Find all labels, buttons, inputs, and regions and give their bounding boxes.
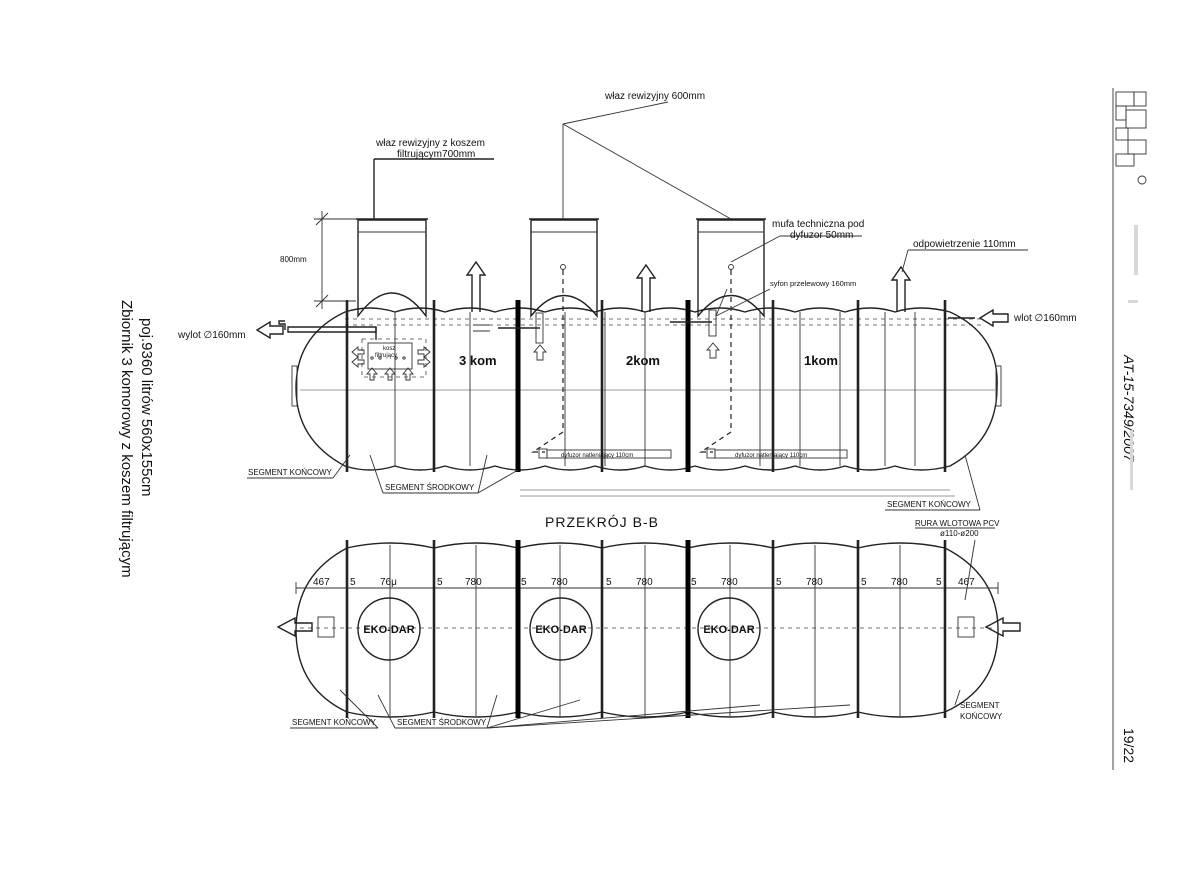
side-end-segment-left: SEGMENT KOŃCOWY (248, 468, 333, 477)
section-end-segment-right-line-1: SEGMENT (960, 701, 1000, 710)
dim-5: 5 (521, 577, 527, 588)
dim-7: 5 (606, 577, 612, 588)
section-outlet-arrow (276, 616, 313, 638)
vent-arrow-3 (465, 260, 487, 312)
outlet-arrow (255, 320, 284, 340)
caption-line-2: poj.9360 litrów 560x155cm (138, 318, 155, 496)
manhole-circle-1 (357, 597, 421, 661)
section-inlet-arrow (984, 616, 1021, 638)
inlet-arrow (978, 308, 1009, 328)
dim-10: 780 (721, 577, 738, 588)
manhole-600-label: właz rewizyjny 600mm (604, 91, 705, 102)
diffuser-2 (706, 448, 848, 459)
vent-arrow-2 (635, 263, 657, 312)
manhole-filter-label-line-2: filtrującym700mm (397, 149, 475, 160)
socket-leader (730, 235, 781, 263)
side-end-segment-right: SEGMENT KOŃCOWY (887, 500, 972, 509)
outlet-label: wylot ∅160mm (177, 330, 246, 341)
diffuser-1 (538, 448, 672, 459)
manhole-circle-3-label: EKO-DAR (703, 624, 754, 636)
caption-line-1: Zbiornik 3 komorowy z koszem filtrującym (118, 300, 135, 578)
dim-15: 5 (936, 577, 942, 588)
basket-label-line-2: filtrujący (375, 353, 397, 359)
section-segment-leaders (290, 689, 961, 729)
diffuser-1-label: dyfuzor natleniający 110cm (561, 453, 633, 459)
inlet-label: wlot ∅160mm (1013, 313, 1077, 324)
manhole-600-chamber-2 (529, 218, 599, 318)
inlet-pipe-label-line-2: ø110-ø200 (940, 529, 979, 538)
dim-4: 780 (465, 577, 482, 588)
inlet-pipe (948, 308, 1009, 328)
tank-caption: Zbiornik 3 komorowy z koszem filtrującym… (118, 300, 155, 578)
dim-12: 780 (806, 577, 823, 588)
section-dimensions: 467 5 76μ 5 780 5 780 5 780 5 780 5 780 … (313, 577, 975, 588)
dim-11: 5 (776, 577, 782, 588)
manhole-filter (356, 158, 494, 319)
inlet-pipe-label-line-1: RURA WLOTOWA PCV (915, 519, 1000, 528)
section-end-segment-left: SEGMENT KOŃCOWY (292, 718, 377, 727)
section-title: PRZEKRÓJ B-B (545, 514, 659, 530)
side-segment-ribs (345, 300, 947, 472)
dim-3: 5 (437, 577, 443, 588)
dim-8: 780 (636, 577, 653, 588)
dim-14: 780 (891, 577, 908, 588)
flow-arrow-up-2 (706, 342, 720, 359)
chamber-3-label: 3 kom (459, 353, 497, 368)
manhole-filter-label-line-1: właz rewizyjny z koszem (375, 138, 485, 149)
scan-ghost-marks (1128, 225, 1138, 490)
overflow-tee-2-1 (670, 288, 771, 337)
height-dimension-label: 800mm (280, 255, 307, 264)
manhole-circle-1-label: EKO-DAR (363, 624, 414, 636)
section-end-segment-right-line-2: KOŃCOWY (960, 712, 1003, 721)
outlet-pipe (255, 320, 377, 340)
vent-label: odpowietrzenie 110mm (913, 239, 1016, 250)
side-ribs (394, 312, 916, 466)
manhole-circle-2 (529, 597, 593, 661)
dim-13: 5 (861, 577, 867, 588)
vent-arrow-1 (890, 265, 912, 312)
manhole-600-leader (562, 101, 732, 220)
socket-label-line-1: mufa techniczna pod (772, 219, 864, 230)
dim-2: 76μ (380, 577, 397, 588)
filter-basket (351, 338, 431, 381)
logo-mark (1112, 88, 1147, 770)
approval-number: AT-15-7349/2007 (1121, 354, 1137, 463)
socket-label-line-2: dyfuzor 50mm (790, 230, 853, 241)
left-end-cap (291, 365, 298, 407)
manhole-circle-3 (697, 597, 761, 661)
chamber-2-label: 2kom (626, 353, 660, 368)
chamber-1-label: 1kom (804, 353, 838, 368)
manhole-circle-2-label: EKO-DAR (535, 624, 586, 636)
right-end-cap (995, 365, 1002, 407)
page-number: 19/22 (1121, 728, 1137, 763)
section-segment-ribs (345, 540, 947, 718)
section-ribs (389, 545, 901, 716)
overflow-tee-3-2 (473, 312, 544, 344)
dim-16: 467 (958, 577, 975, 588)
section-view: PRZEKRÓJ B-B RURA WLOTOWA PCV ø110-ø200 (276, 514, 1021, 729)
basket-label-line-1: kosz (383, 346, 395, 352)
dim-6: 780 (551, 577, 568, 588)
side-middle-segment: SEGMENT ŚRODKOWY (385, 483, 475, 492)
side-segment-leaders (247, 454, 981, 511)
flow-arrow-up-3 (533, 344, 547, 361)
side-tank-outline (295, 307, 998, 471)
section-inlet-stub (957, 616, 975, 638)
dim-1: 5 (350, 577, 356, 588)
dim-9: 5 (691, 577, 697, 588)
diffuser-pipes (531, 264, 734, 453)
height-dimension (314, 211, 356, 309)
dim-0: 467 (313, 577, 330, 588)
section-outlet-stub (317, 616, 335, 638)
side-view: 800mm dyfuzor natleniający 110cm dyfuzor… (177, 91, 1077, 511)
diffuser-2-label: dyfuzor natleniający 110cm (735, 453, 807, 459)
siphon-label: syfon przelewowy 160mm (770, 279, 856, 288)
section-middle-segment: SEGMENT ŚRODKOWY (397, 718, 487, 727)
